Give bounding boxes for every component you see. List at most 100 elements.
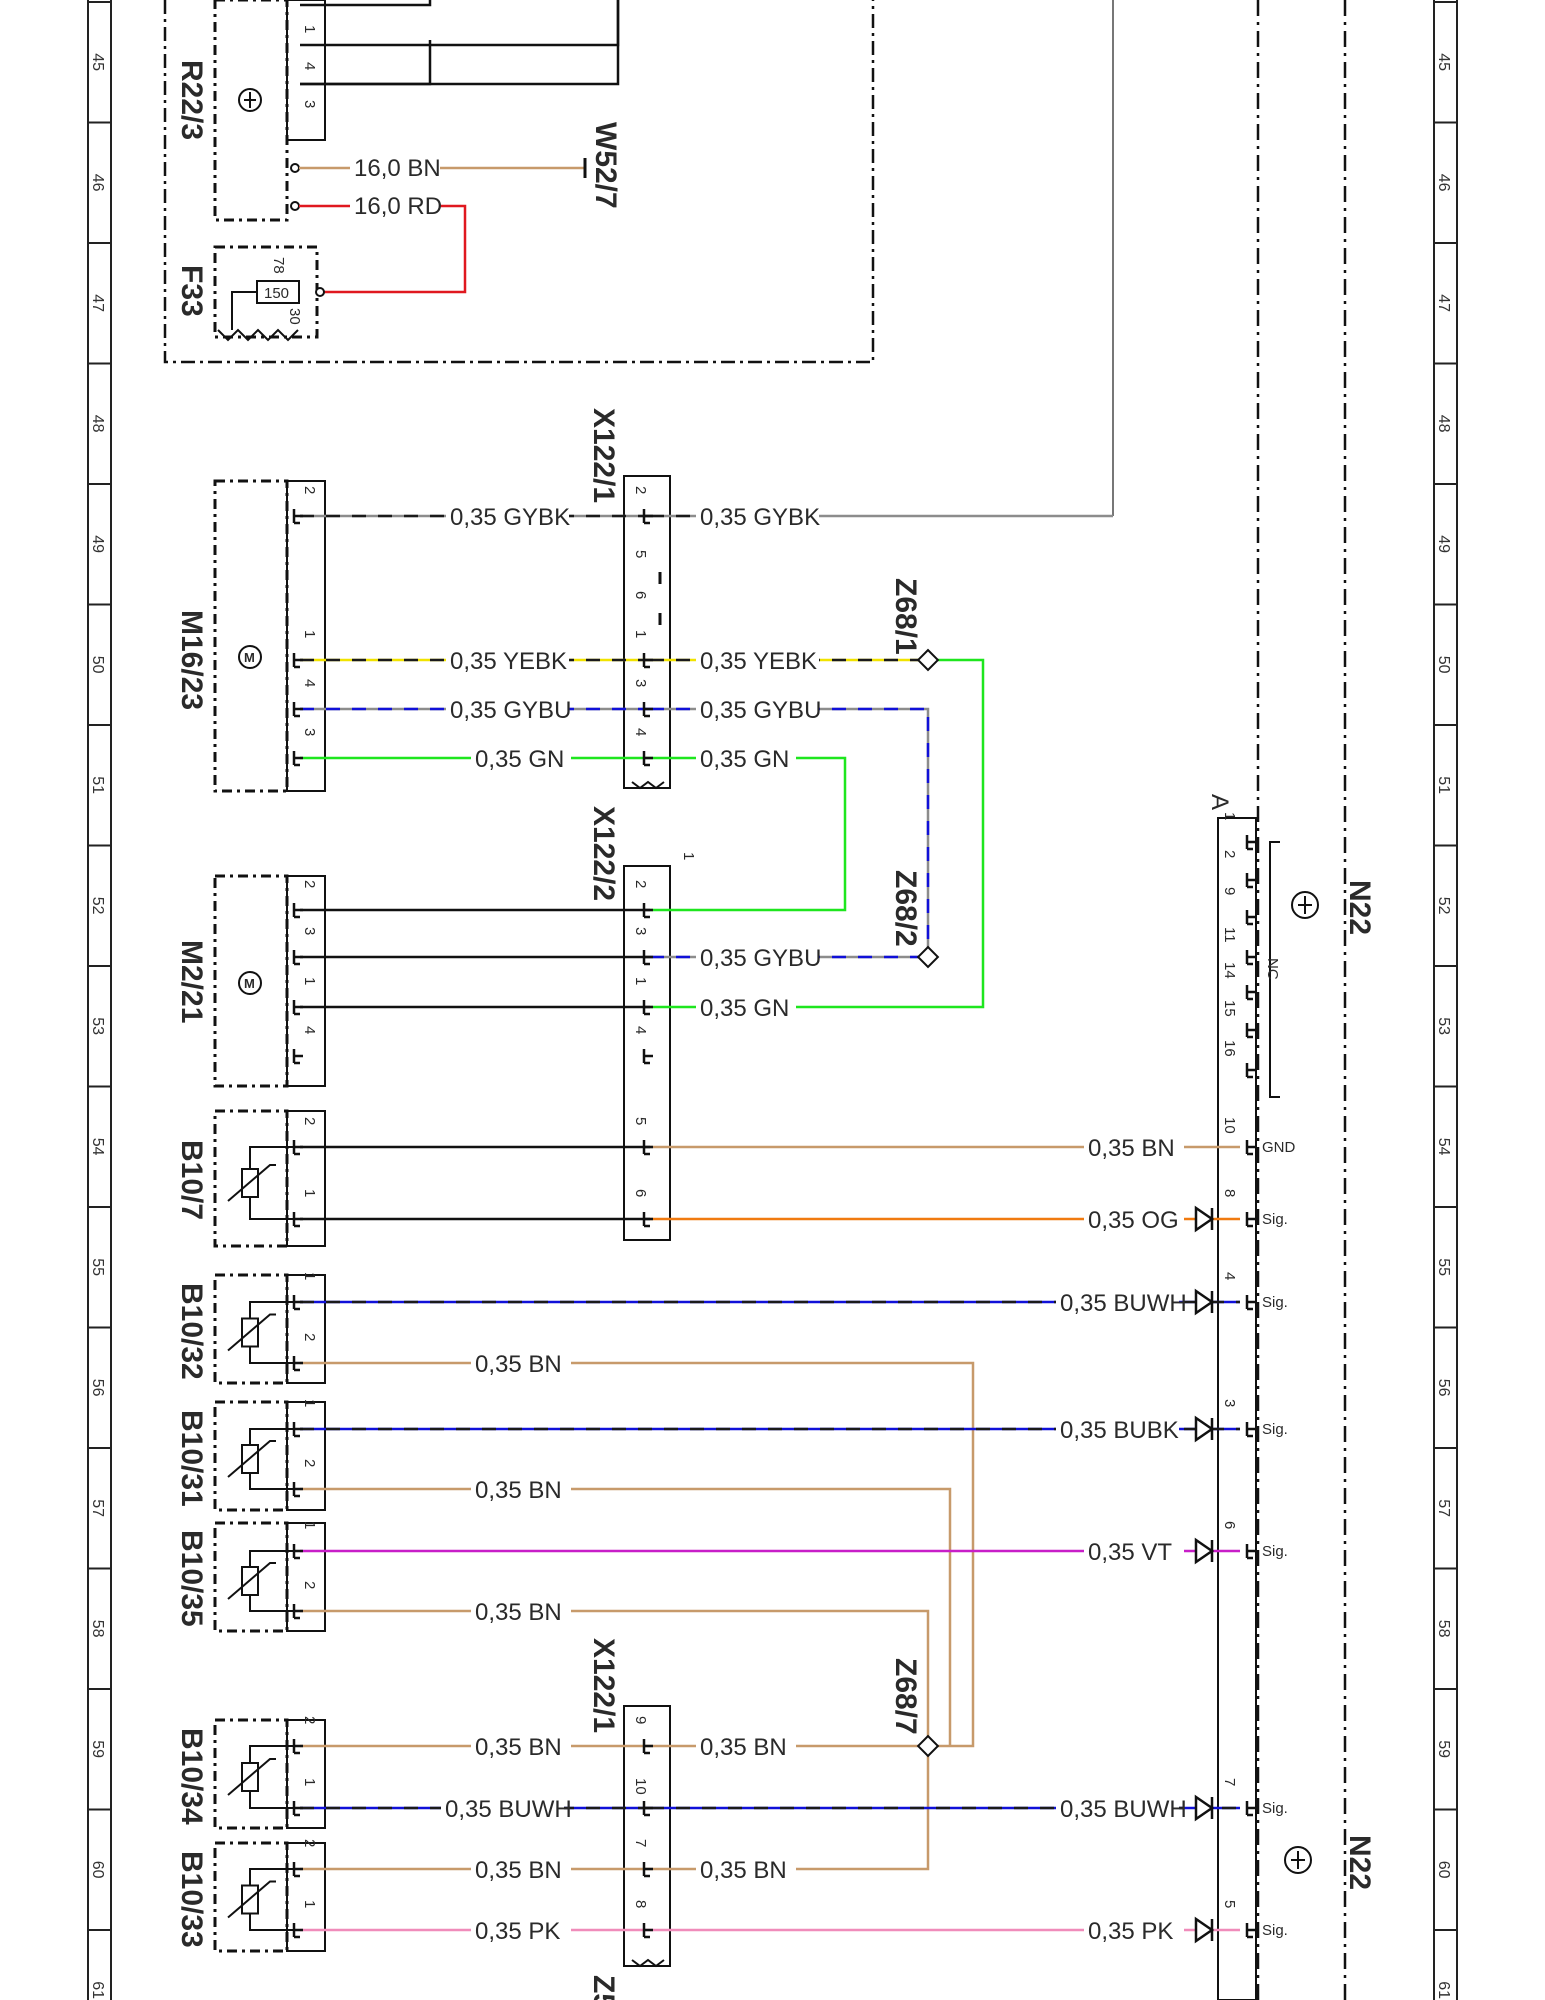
pin-number: 2 — [301, 486, 318, 494]
pin-mark — [642, 702, 653, 718]
pin-mark — [642, 509, 653, 525]
grid-number: 45 — [89, 53, 106, 71]
f33-pin: 30 — [286, 308, 303, 325]
pin-number: 2 — [301, 1117, 318, 1125]
grid-number: 55 — [89, 1258, 106, 1276]
pin-number: 1 — [301, 630, 318, 638]
pin-number: 1 — [301, 1399, 318, 1407]
b10-35-connector — [286, 1522, 326, 1632]
x122-1-lower-label: X122/1 — [587, 1638, 620, 1733]
b10-32-housing — [213, 1273, 289, 1385]
pin-number: 2 — [301, 1716, 318, 1724]
pin-number: 3 — [301, 728, 318, 736]
pin-number: 3 — [301, 927, 318, 935]
pin-mark — [1245, 1023, 1256, 1039]
n22-label: N22 — [1343, 1835, 1376, 1890]
pin-mark — [1245, 1063, 1256, 1079]
pin-mark — [1245, 1544, 1256, 1560]
pin-number: 2 — [632, 880, 649, 888]
wire-bn — [300, 1361, 975, 1748]
b10-31-connector — [286, 1401, 326, 1511]
wire-label: 0,35 GN — [700, 746, 789, 773]
pin-mark — [292, 1801, 303, 1817]
x122-1-lower-connector — [623, 1705, 671, 1967]
motor-icon: M — [238, 645, 262, 669]
grid-number: 48 — [89, 415, 106, 433]
grid-number: 60 — [89, 1861, 106, 1879]
splice-z68-7 — [916, 1734, 940, 1758]
pin-mark — [292, 1739, 303, 1755]
signal-label: Sig. — [1262, 1800, 1288, 1817]
input-arrow-icon — [1194, 1537, 1215, 1565]
label-backing — [471, 745, 571, 771]
upper-module-boundary — [163, 0, 875, 364]
wire-label: 0,35 GYBK — [700, 504, 820, 531]
label-backing — [471, 1350, 571, 1376]
pin-number: 6 — [1221, 1521, 1238, 1529]
pin-mark — [1245, 910, 1256, 926]
pin-number: 1 — [301, 1272, 318, 1280]
pin-marks: 2143213456231423145621121212212191078129… — [292, 486, 1256, 1968]
grid-number: 58 — [89, 1620, 106, 1638]
n22-label: N22 — [1343, 880, 1376, 935]
pin-number: 8 — [632, 1900, 649, 1908]
wire-label: 0,35 GYBU — [700, 945, 821, 972]
f33-terminal — [315, 287, 325, 297]
label-backing — [1056, 1795, 1179, 1821]
b10-33-connector — [286, 1842, 326, 1952]
label-backing — [696, 1733, 796, 1759]
b10-32-connector — [286, 1274, 326, 1384]
wire-label: 16,0 RD — [354, 193, 442, 220]
grid-number: 61 — [89, 1981, 106, 1999]
thermistor-icon — [227, 1428, 300, 1490]
pin-mark — [292, 1000, 303, 1016]
pin-number: 4 — [301, 679, 318, 687]
input-arrow-icon — [1194, 1916, 1215, 1944]
pin-mark — [1245, 1923, 1256, 1939]
pin-mark — [1245, 873, 1256, 889]
pin-mark — [292, 751, 303, 767]
grid-number: 51 — [89, 776, 106, 794]
wire-label: 0,35 GYBU — [450, 697, 571, 724]
z68-2-label: Z68/2 — [889, 870, 922, 947]
pin-mark — [292, 903, 303, 919]
n22-symbol-icon — [1291, 891, 1319, 919]
pin-number: 5 — [632, 1117, 649, 1125]
label-backing — [471, 1598, 571, 1624]
label-backing — [441, 1795, 564, 1821]
grid-number: 55 — [1435, 1258, 1452, 1276]
grid-number: 46 — [1435, 174, 1452, 192]
pin-number: 2 — [301, 1581, 318, 1589]
grid-number: 45 — [1435, 53, 1452, 71]
label-backing — [696, 944, 819, 970]
wire-label: 0,35 BN — [475, 1599, 562, 1626]
grid-number: 59 — [1435, 1740, 1452, 1758]
motor-icon: M — [238, 971, 262, 995]
pin-mark — [642, 1212, 653, 1228]
pin-mark — [1245, 1422, 1256, 1438]
w52-7-label: W52/7 — [589, 122, 622, 209]
grid-number: 50 — [89, 656, 106, 674]
pin-number: 2 — [301, 1333, 318, 1341]
pin-mark — [292, 1544, 303, 1560]
grid-number: 56 — [89, 1379, 106, 1397]
thermistor-icon — [227, 1550, 300, 1612]
connector-break-mark — [631, 1958, 665, 1968]
signal-label: GND — [1262, 1139, 1296, 1156]
label-backing — [1084, 1206, 1184, 1232]
pin-number: 15 — [1221, 1000, 1238, 1017]
label-backing — [696, 696, 819, 722]
f33-label: F33 — [175, 265, 208, 317]
grid-number: 54 — [1435, 1138, 1452, 1156]
pin-mark — [642, 903, 653, 919]
pin-mark — [1245, 1212, 1256, 1228]
label-backing — [696, 994, 796, 1020]
grid-number: 51 — [1435, 776, 1452, 794]
pin-mark — [642, 1140, 653, 1156]
b10-34-connector — [286, 1719, 326, 1829]
pin-mark — [642, 1862, 653, 1878]
wire-label: 0,35 OG — [1088, 1207, 1179, 1234]
wire-label: 16,0 BN — [354, 155, 441, 182]
